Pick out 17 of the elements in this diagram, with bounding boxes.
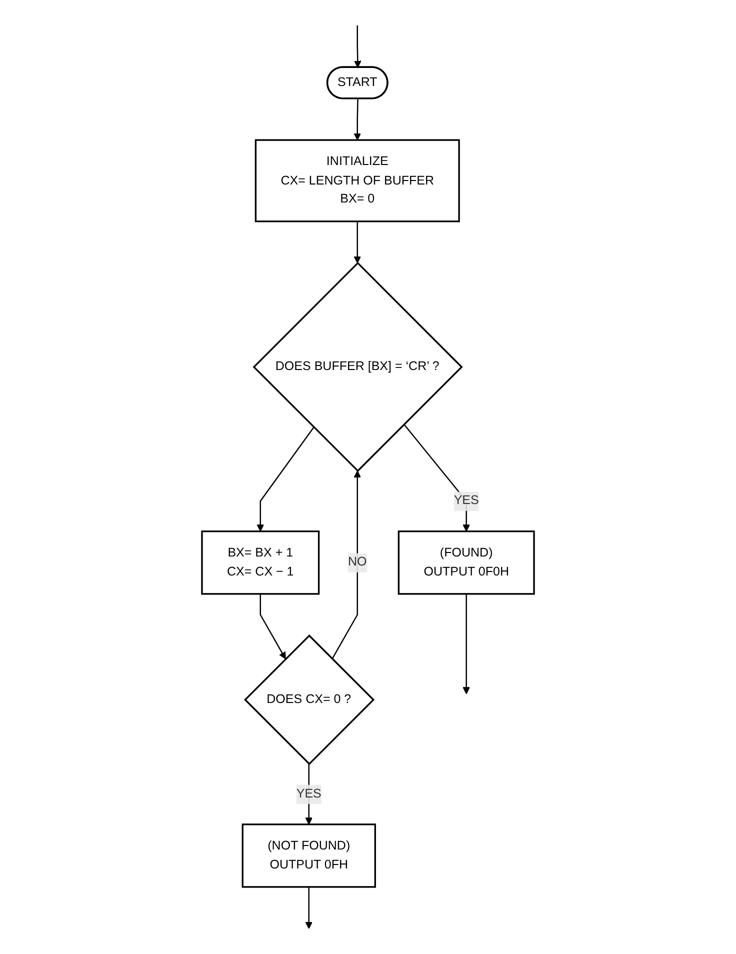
edge-label: YES: [296, 786, 322, 801]
arrow: [354, 221, 362, 264]
arrow: [260, 594, 286, 660]
edge-label: NO: [348, 554, 367, 570]
arrow: [354, 25, 362, 68]
node-box: BX= BX + 1 CX= CX − 1: [201, 530, 320, 595]
arrow: [256, 426, 314, 532]
arrow: [354, 98, 362, 140]
arrow: [462, 594, 470, 694]
arrow: [305, 886, 313, 929]
node-diamond: DOES BUFFER [BX] = ‘CR’ ?: [252, 262, 463, 472]
node-box: (NOT FOUND) OUTPUT 0FH: [242, 824, 376, 888]
arrow: [332, 470, 362, 660]
node-box: (FOUND) OUTPUT 0F0H: [398, 530, 535, 595]
node-box: INITIALIZE CX= LENGTH OF BUFFER BX= 0: [254, 139, 460, 222]
edge-label: YES: [454, 493, 479, 508]
node-diamond: DOES CX= 0 ?: [244, 634, 375, 766]
